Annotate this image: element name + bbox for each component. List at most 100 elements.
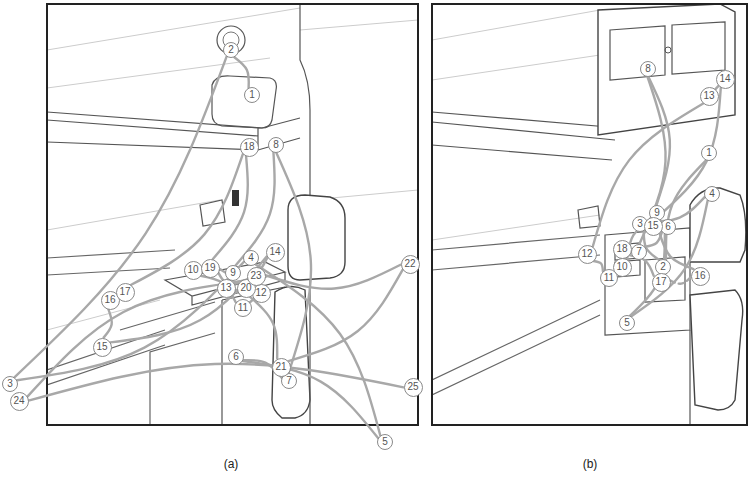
callout-number: 10: [616, 262, 627, 272]
callout-number: 17: [655, 277, 666, 287]
callout-number: 6: [233, 352, 239, 362]
callout-circle: 3: [2, 376, 18, 392]
perspective-lines: [47, 8, 418, 330]
callout-number: 23: [250, 271, 261, 281]
fold-table: [165, 262, 285, 305]
callout-number: 2: [660, 262, 666, 272]
scanpath-line: [265, 265, 400, 289]
callout-number: 11: [238, 303, 248, 313]
scanpath-line: [593, 261, 602, 271]
scanpath-line: [288, 270, 402, 361]
callout-circle: 17: [116, 283, 135, 302]
callout-circle: 17: [652, 273, 671, 292]
callout-circle: 16: [691, 267, 710, 286]
callout-number: 10: [187, 265, 198, 275]
callout-circle: 7: [631, 244, 647, 260]
callout-number: 5: [624, 318, 630, 328]
callout-circle: 19: [201, 259, 220, 278]
callout-number: 25: [407, 382, 418, 392]
lower-bunk: [432, 235, 600, 395]
scanpath-line: [256, 264, 381, 435]
scanpath-line: [631, 201, 707, 317]
callout-circle: 13: [700, 87, 719, 106]
callout-circle: 13: [217, 279, 236, 298]
callout-circle: 6: [228, 349, 244, 365]
scanpath-line: [213, 156, 248, 259]
panel-label: (a): [224, 457, 239, 471]
callout-circle: 1: [244, 87, 260, 103]
scanpath-line: [670, 277, 690, 283]
callout-number: 16: [104, 295, 115, 305]
scanpath-line: [234, 57, 248, 88]
callout-circle: 15: [644, 217, 663, 236]
callout-circle: 1: [701, 145, 717, 161]
callout-circle: 12: [578, 245, 597, 264]
callout-number: 9: [230, 268, 236, 278]
callout-number: 3: [7, 379, 13, 389]
callout-number: 8: [273, 140, 279, 150]
callout-number: 5: [382, 437, 388, 447]
callout-number: 4: [709, 189, 715, 199]
scanpath-line: [28, 364, 403, 401]
seat-back: [288, 195, 345, 280]
cab-wall-edge: [300, 4, 310, 200]
callout-circle: 5: [377, 434, 393, 450]
scanpath-line: [243, 361, 378, 438]
callout-number: 11: [604, 273, 614, 283]
callout-circle: 14: [266, 243, 285, 262]
callout-circle: 11: [234, 299, 252, 317]
callout-number: 4: [248, 253, 254, 263]
callout-circle: 18: [613, 240, 632, 259]
callout-circle: 22: [401, 255, 420, 274]
callout-circle: 10: [184, 261, 203, 280]
callout-circle: 8: [640, 61, 656, 77]
callout-circle: 4: [704, 186, 720, 202]
callout-number: 19: [204, 263, 215, 273]
callout-number: 12: [255, 288, 266, 298]
callout-number: 14: [269, 247, 280, 257]
callout-number: 3: [637, 219, 643, 229]
sleeper-cab-a: [47, 4, 418, 425]
callout-number: 8: [645, 64, 651, 74]
callout-circle: 24: [10, 392, 29, 411]
callout-number: 14: [719, 74, 730, 84]
scanpath-line: [131, 154, 243, 285]
upper-bunk: [432, 112, 620, 160]
side-window: [578, 206, 600, 228]
callout-number: 17: [119, 287, 130, 297]
callout-number: 13: [703, 91, 714, 101]
callout-circle: 23: [247, 267, 266, 286]
scanpath-line: [27, 280, 247, 396]
callout-number: 7: [286, 376, 292, 386]
scanpath-line: [110, 257, 266, 343]
callout-number: 12: [581, 249, 592, 259]
lower-bunk: [47, 250, 215, 425]
wall-vent: [232, 190, 239, 206]
callout-number: 24: [13, 396, 24, 406]
console: [605, 228, 690, 335]
callout-circle: 15: [93, 338, 112, 357]
callout-number: 6: [665, 222, 671, 232]
callout-circle: 2: [223, 42, 239, 58]
scanpath-line: [14, 57, 226, 378]
callout-circle: 21: [272, 358, 291, 377]
callout-number: 7: [636, 247, 642, 257]
panel-frame: [47, 4, 418, 425]
callout-number: 15: [96, 342, 107, 352]
panel-label: (b): [583, 457, 598, 471]
scanpath-line: [250, 297, 277, 359]
callout-circle: 25: [404, 378, 423, 397]
upper-bunk: [47, 112, 300, 150]
scanpath-line: [657, 88, 721, 218]
roof-fan: [217, 26, 245, 54]
callout-number: 2: [228, 45, 234, 55]
callout-number: 18: [243, 142, 254, 152]
callout-circle: 5: [619, 315, 635, 331]
callout-circle: 18: [240, 138, 259, 157]
scanpath-line: [17, 262, 244, 381]
scanpath-line: [593, 104, 703, 247]
callout-number: 1: [249, 90, 255, 100]
